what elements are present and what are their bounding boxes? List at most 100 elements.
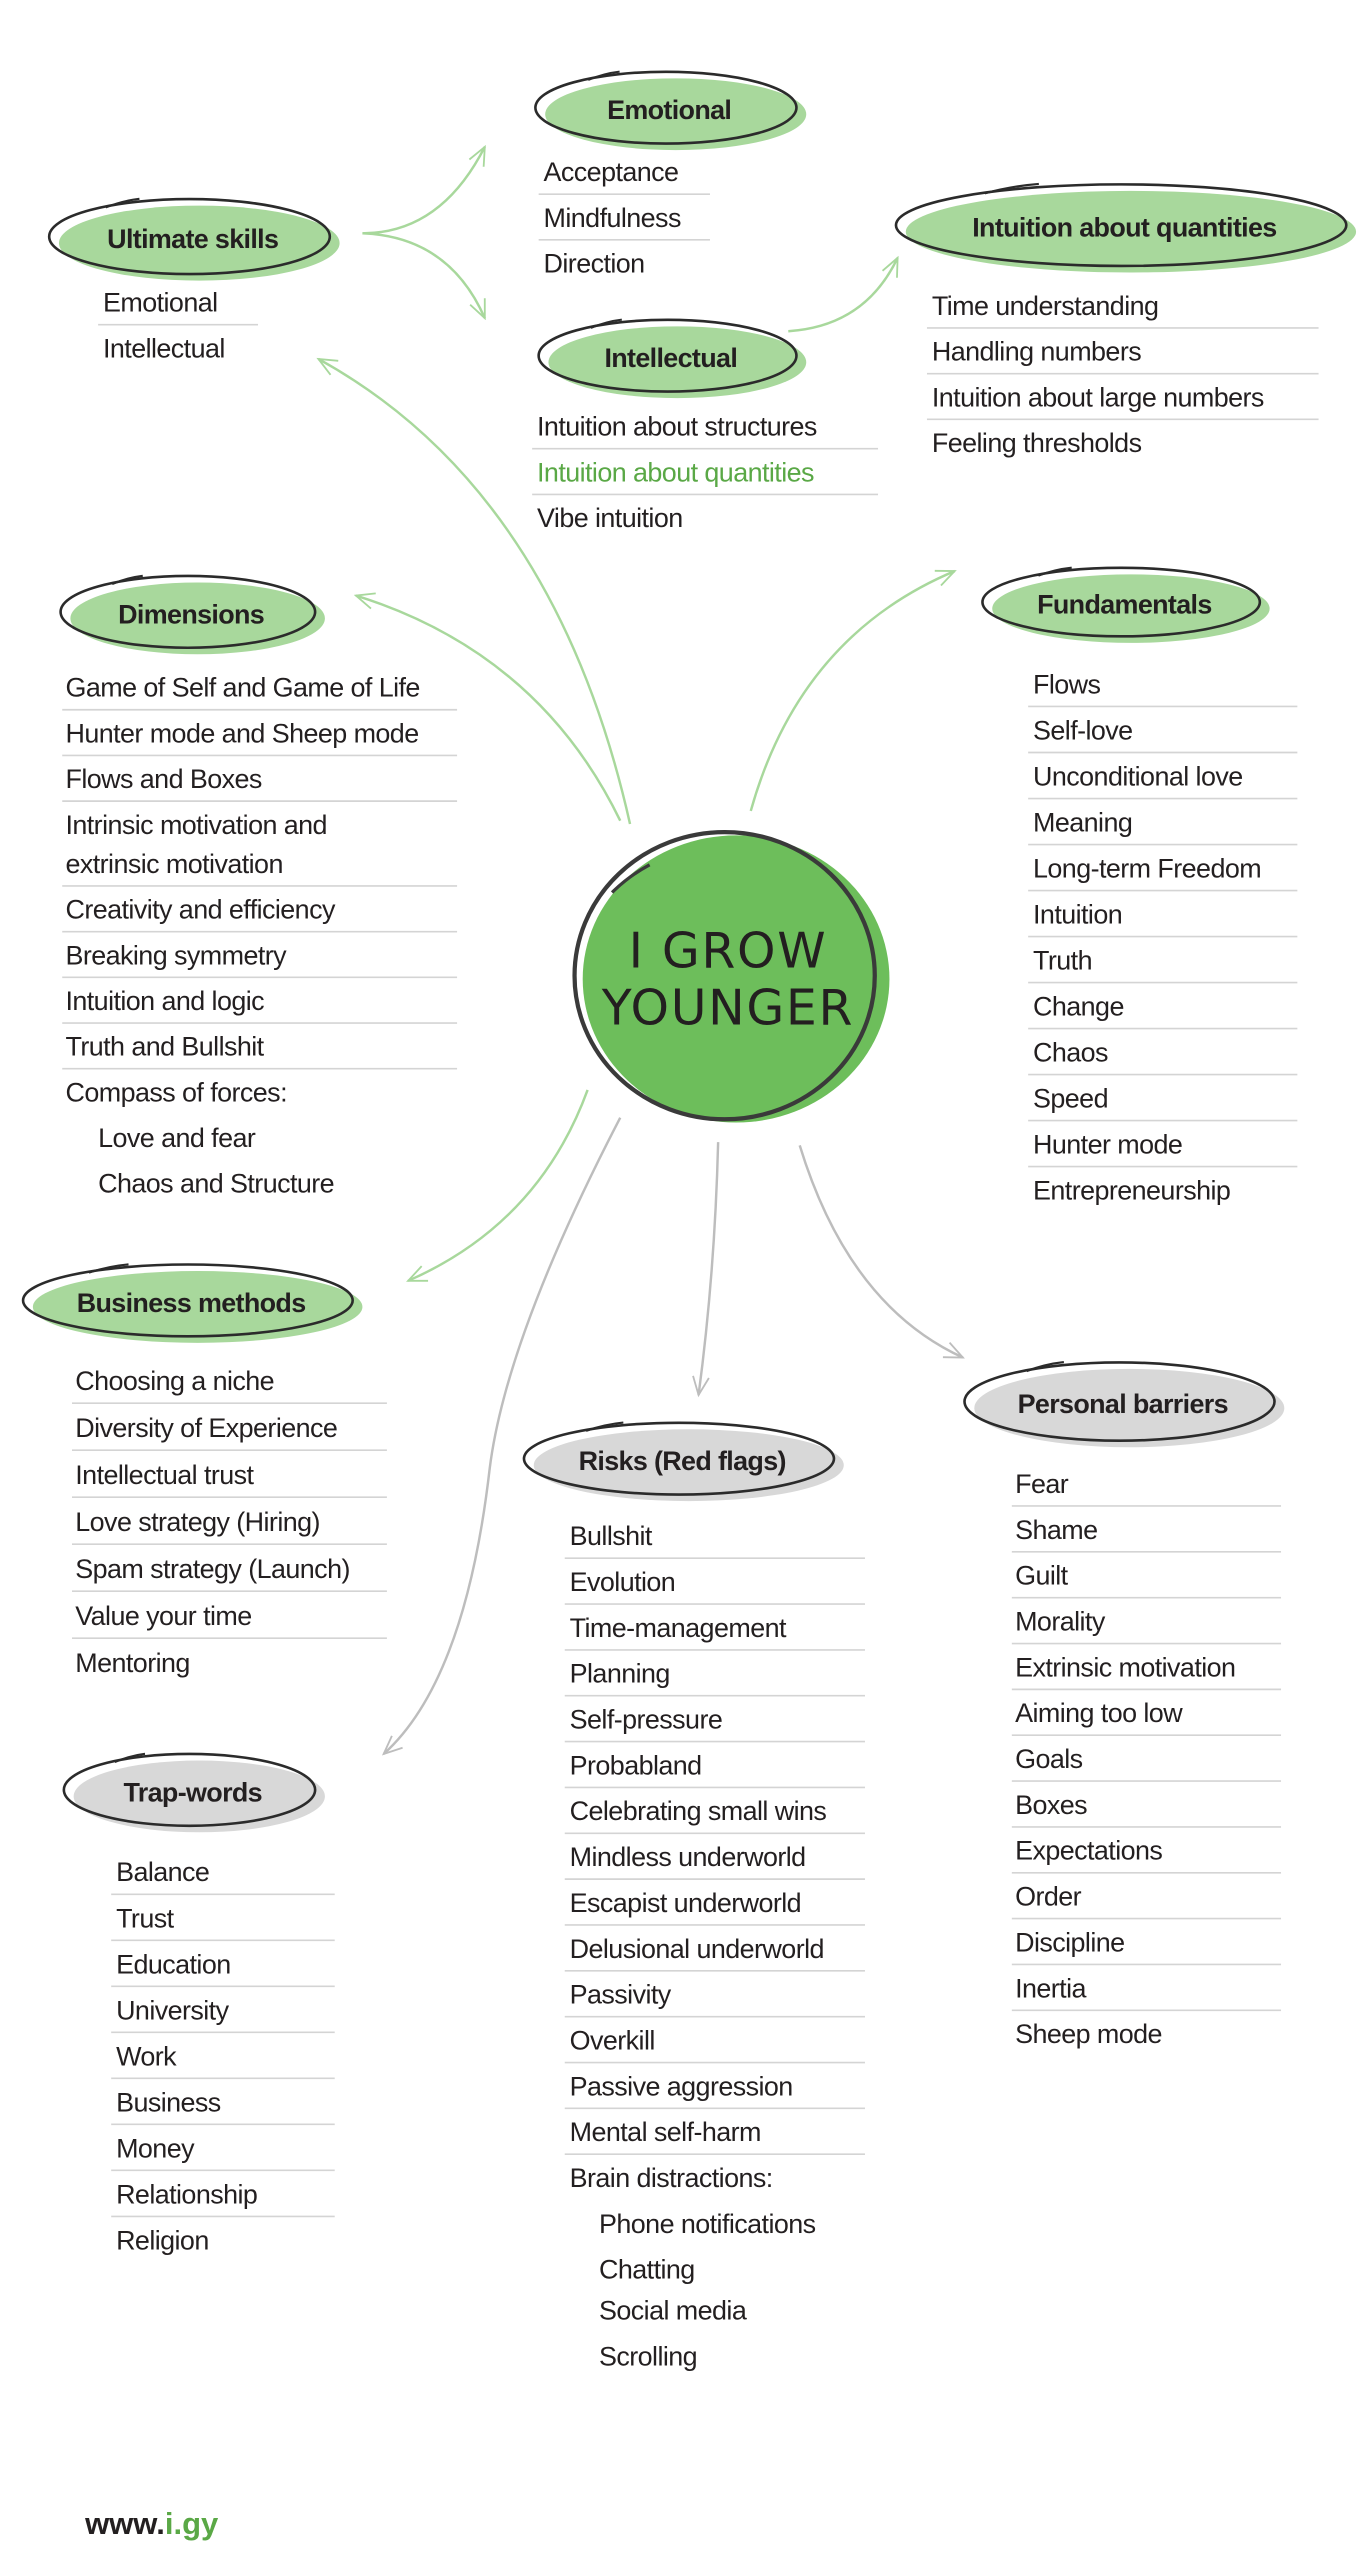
bubble-fill [548,326,807,399]
bubble-fill [533,1429,844,1502]
list-item-label: Chaos [1033,1038,1108,1068]
list-item: Value your time [72,1601,387,1639]
bubble-highlight-stroke [585,1421,624,1432]
list-item-label: Business [116,2087,221,2117]
list-item-label: Mentoring [75,1648,190,1678]
arrow-center-to-trap-words [381,1117,622,1756]
arrow-ultimate-to-intellectual [362,232,486,321]
list-item: Diversity of Experience [72,1413,387,1451]
list-item-label: Goals [1015,1744,1083,1774]
arrow-ultimate-to-emotional [362,144,486,235]
fundamentals-bubble[interactable]: Fundamentals [981,566,1270,643]
list-item: Morality [1011,1606,1282,1645]
list-item: Intellectual trust [72,1460,387,1498]
list-item: Long-term Freedom [1028,853,1298,892]
list-item: Entrepreneurship [1033,1176,1231,1206]
list-item: Change [1028,992,1298,1030]
list-item-label: Mental self-harm [570,2117,761,2147]
bubble-fill [32,1271,363,1343]
list-item: Spam strategy (Launch) [72,1554,387,1592]
list-item-label: Chatting [599,2255,695,2285]
list-item-label: Mindless underworld [570,1842,806,1872]
trap-words-title: Trap-words [124,1777,262,1807]
list-item-label: Flows [1033,669,1101,699]
list-item: Brain distractions: [570,2163,774,2193]
list-item: Intuition about structures [532,412,879,450]
emotional-bubble[interactable]: Emotional [534,70,807,151]
list-item-label: Self-love [1033,715,1133,745]
list-item-label: Vibe intuition [537,503,683,533]
list-item: Time understanding [926,291,1319,329]
arrow-intellectual-to-quantities [788,255,899,333]
dimensions-title: Dimensions [118,599,264,629]
intellectual-bubble[interactable]: Intellectual [537,318,807,399]
bubble-fill [905,190,1357,273]
list-item: Flows and Boxes [62,764,458,802]
list-item: Planning [564,1659,865,1697]
intuition-about-quantities-bubble[interactable]: Intuition about quantities [894,182,1357,273]
list-item-label: Diversity of Experience [75,1413,337,1443]
bubble-fill [58,205,340,281]
list-item: Truth and Bullshit [62,1032,458,1070]
list-item-label: Balance [116,1857,209,1887]
list-item: Goals [1011,1744,1282,1782]
list-item-label: Choosing a niche [75,1366,274,1396]
trap-words-bubble[interactable]: Trap-words [62,1752,325,1833]
list-item-label: Delusional underworld [570,1934,824,1964]
central-topic-fill [582,835,890,1123]
list-item: Intellectual [103,333,225,363]
list-item-label: Meaning [1033,807,1132,837]
list-item: Chaos [1028,1038,1298,1076]
list-item: Balance [111,1857,335,1896]
list-item-label: Speed [1033,1084,1108,1114]
website-link[interactable]: www.i.gy [84,2506,219,2541]
central-topic[interactable]: I GROW YOUNGER [572,830,890,1123]
topic-groups: Ultimate skillsEmotionalIntellectualEmot… [21,70,1357,2371]
bubble-fill [545,78,807,151]
list-item-label: Boxes [1015,1790,1087,1820]
list-item: Delusional underworld [564,1934,865,1972]
list-item-label: Intuition [1033,899,1122,929]
list-item: Game of Self and Game of Life [62,673,458,711]
dimensions-bubble[interactable]: Dimensions [59,574,325,655]
business-methods-title: Business methods [77,1288,306,1318]
business-methods-bubble[interactable]: Business methods [21,1263,363,1343]
list-item-label: Phone notifications [599,2209,816,2239]
bubble-highlight-stroke [590,318,622,329]
list-item-label: Intuition about structures [537,412,817,442]
bubble-outline [522,1421,836,1496]
bubble-outline [894,183,1348,268]
bubble-outline [21,1263,354,1338]
bubble-outline [537,318,798,393]
list-item-label: Planning [570,1659,670,1689]
list-item-label: Social media [599,2296,747,2326]
list-item: Bullshit [564,1521,865,1560]
list-item: Intuition about large numbers [926,382,1319,421]
ultimate-skills-bubble[interactable]: Ultimate skills [47,197,340,281]
list-item: Mentoring [75,1648,190,1678]
arrow-center-to-dimensions [353,592,622,822]
list-item: Passivity [564,1980,865,2018]
list-item-label: Intuition about quantities [537,457,814,487]
list-item-label: Long-term Freedom [1033,853,1261,883]
list-item: Intuition about quantities [532,457,879,496]
list-item-label: Inertia [1015,1973,1086,2003]
bubble-highlight-stroke [1038,566,1072,577]
list-item-label: Evolution [570,1567,676,1597]
list-item: Intuition and logic [62,986,458,1024]
list-item-label: Intuition and logic [65,986,264,1016]
list-item-label: Celebrating small wins [570,1796,827,1826]
bubble-outline [59,574,317,650]
list-item: Mindless underworld [564,1842,865,1880]
list-item: Inertia [1011,1973,1282,2012]
list-item-label: Truth and Bullshit [65,1032,264,1062]
list-item-label: Time-management [570,1613,787,1643]
list-item: Overkill [564,2025,865,2064]
list-item: Escapist underworld [564,1888,865,1926]
risks-bubble[interactable]: Risks (Red flags) [522,1421,844,1502]
list-item: Chaos and Structure [98,1169,335,1199]
central-topic-highlight [610,863,651,894]
personal-barriers-bubble[interactable]: Personal barriers [963,1361,1285,1448]
list-item: Scrolling [599,2341,698,2371]
